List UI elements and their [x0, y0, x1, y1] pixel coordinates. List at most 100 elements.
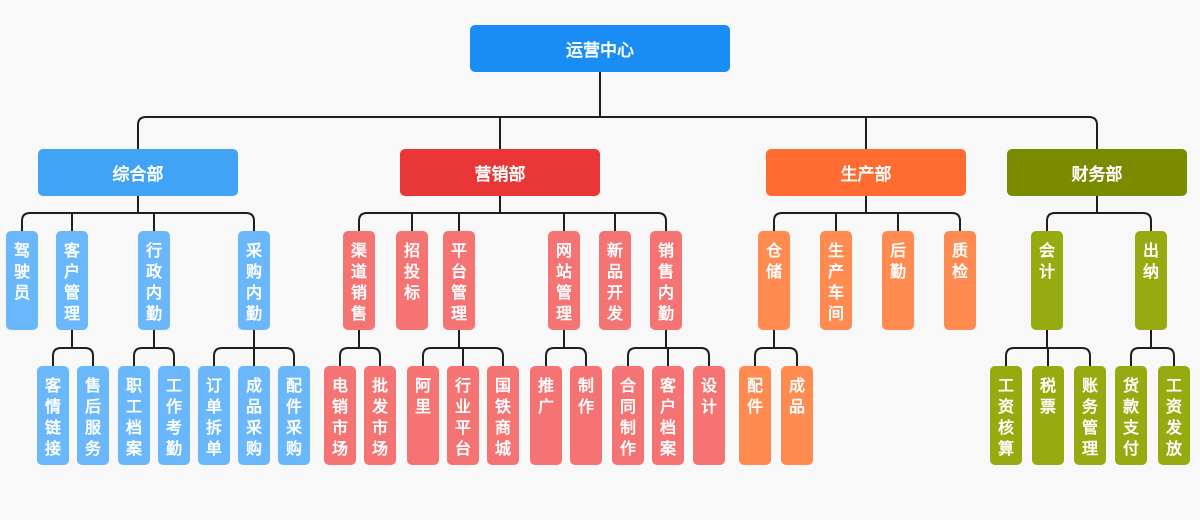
warehouse-box: 仓储 [758, 231, 790, 330]
node-label: 运营中心 [566, 41, 634, 61]
node-label: 售后服务 [84, 376, 101, 458]
node-label: 行政内勤 [145, 241, 162, 323]
driver-box: 驾驶员 [6, 231, 38, 330]
connector [773, 212, 961, 232]
connector [133, 347, 175, 367]
node-label: 网站管理 [555, 241, 572, 323]
connector [21, 212, 255, 232]
node-label: 新品开发 [606, 241, 623, 323]
industry-platform-box: 行业平台 [447, 366, 479, 465]
railway-mall-box: 国铁商城 [487, 366, 519, 465]
node-label: 合同制作 [619, 376, 636, 458]
tax-invoice-box: 税票 [1032, 366, 1064, 465]
node-label: 生产部 [840, 165, 892, 185]
parts-box: 配件 [739, 366, 771, 465]
node-label: 工资发放 [1165, 376, 1182, 458]
telesales-market-box: 电销市场 [324, 366, 356, 465]
node-label: 订单拆单 [205, 376, 222, 458]
web-production-box: 制作 [570, 366, 602, 465]
finance-dept-box: 财务部 [1007, 149, 1187, 196]
node-label: 仓储 [765, 241, 782, 281]
connector [358, 212, 667, 232]
connector [545, 347, 587, 367]
marketing-dept-box: 营销部 [400, 149, 600, 196]
finished-goods-box: 成品 [781, 366, 813, 465]
node-label: 采购内勤 [245, 241, 262, 323]
general-dept-box: 综合部 [38, 149, 238, 196]
node-label: 客户管理 [63, 241, 80, 323]
connector [754, 347, 798, 367]
node-label: 推广 [537, 376, 554, 416]
connector [137, 116, 1098, 150]
design-box: 设计 [693, 366, 725, 465]
node-label: 后勤 [889, 241, 906, 281]
node-label: 货款支付 [1122, 376, 1139, 458]
salary-payout-box: 工资发放 [1158, 366, 1190, 465]
connector [213, 347, 295, 367]
workshop-box: 生产车间 [820, 231, 852, 330]
connector [52, 347, 94, 367]
finished-goods-purchase-box: 成品采购 [238, 366, 270, 465]
node-label: 出纳 [1142, 241, 1159, 281]
node-label: 客户档案 [659, 376, 676, 458]
customer-management-box: 客户管理 [56, 231, 88, 330]
website-management-box: 网站管理 [548, 231, 580, 330]
connector [339, 347, 381, 367]
customer-relations-box: 客情链接 [37, 366, 69, 465]
node-label: 成品 [788, 376, 805, 416]
channel-sales-box: 渠道销售 [343, 231, 375, 330]
promotion-box: 推广 [530, 366, 562, 465]
attendance-box: 工作考勤 [158, 366, 190, 465]
logistics-box: 后勤 [882, 231, 914, 330]
node-label: 营销部 [474, 165, 526, 185]
purchasing-office-box: 采购内勤 [238, 231, 270, 330]
connector [1046, 212, 1152, 232]
payment-box: 货款支付 [1115, 366, 1147, 465]
operations-center-box: 运营中心 [470, 25, 730, 72]
node-label: 制作 [577, 376, 594, 416]
node-label: 设计 [700, 376, 717, 416]
node-label: 配件采购 [285, 376, 302, 458]
platform-management-box: 平台管理 [443, 231, 475, 330]
new-product-dev-box: 新品开发 [599, 231, 631, 330]
node-label: 客情链接 [44, 376, 61, 458]
node-label: 配件 [746, 376, 763, 416]
production-dept-box: 生产部 [766, 149, 966, 196]
node-label: 销售内勤 [657, 241, 674, 323]
order-split-box: 订单拆单 [198, 366, 230, 465]
parts-purchase-box: 配件采购 [278, 366, 310, 465]
node-label: 质检 [951, 241, 968, 281]
node-label: 账务管理 [1081, 376, 1098, 458]
node-label: 批发市场 [371, 376, 388, 458]
node-label: 工作考勤 [165, 376, 182, 458]
node-label: 渠道销售 [350, 241, 367, 323]
bookkeeping-box: 账务管理 [1074, 366, 1106, 465]
payroll-calc-box: 工资核算 [990, 366, 1022, 465]
node-label: 职工档案 [125, 376, 142, 458]
node-label: 驾驶员 [13, 241, 30, 302]
staff-records-box: 职工档案 [118, 366, 150, 465]
node-label: 阿里 [414, 376, 431, 416]
connector [1130, 347, 1175, 367]
admin-office-box: 行政内勤 [138, 231, 170, 330]
node-label: 成品采购 [245, 376, 262, 458]
node-label: 电销市场 [331, 376, 348, 458]
customer-records-box: 客户档案 [652, 366, 684, 465]
quality-check-box: 质检 [944, 231, 976, 330]
node-label: 国铁商城 [494, 376, 511, 458]
node-label: 平台管理 [450, 241, 467, 323]
ali-box: 阿里 [407, 366, 439, 465]
contract-drafting-box: 合同制作 [612, 366, 644, 465]
node-label: 综合部 [112, 165, 164, 185]
accounting-box: 会计 [1031, 231, 1063, 330]
sales-office-box: 销售内勤 [650, 231, 682, 330]
node-label: 财务部 [1071, 165, 1123, 185]
node-label: 税票 [1039, 376, 1056, 416]
node-label: 招投标 [403, 241, 420, 302]
wholesale-market-box: 批发市场 [364, 366, 396, 465]
node-label: 会计 [1038, 241, 1055, 281]
node-label: 生产车间 [827, 241, 844, 323]
cashier-box: 出纳 [1135, 231, 1167, 330]
node-label: 工资核算 [997, 376, 1014, 458]
